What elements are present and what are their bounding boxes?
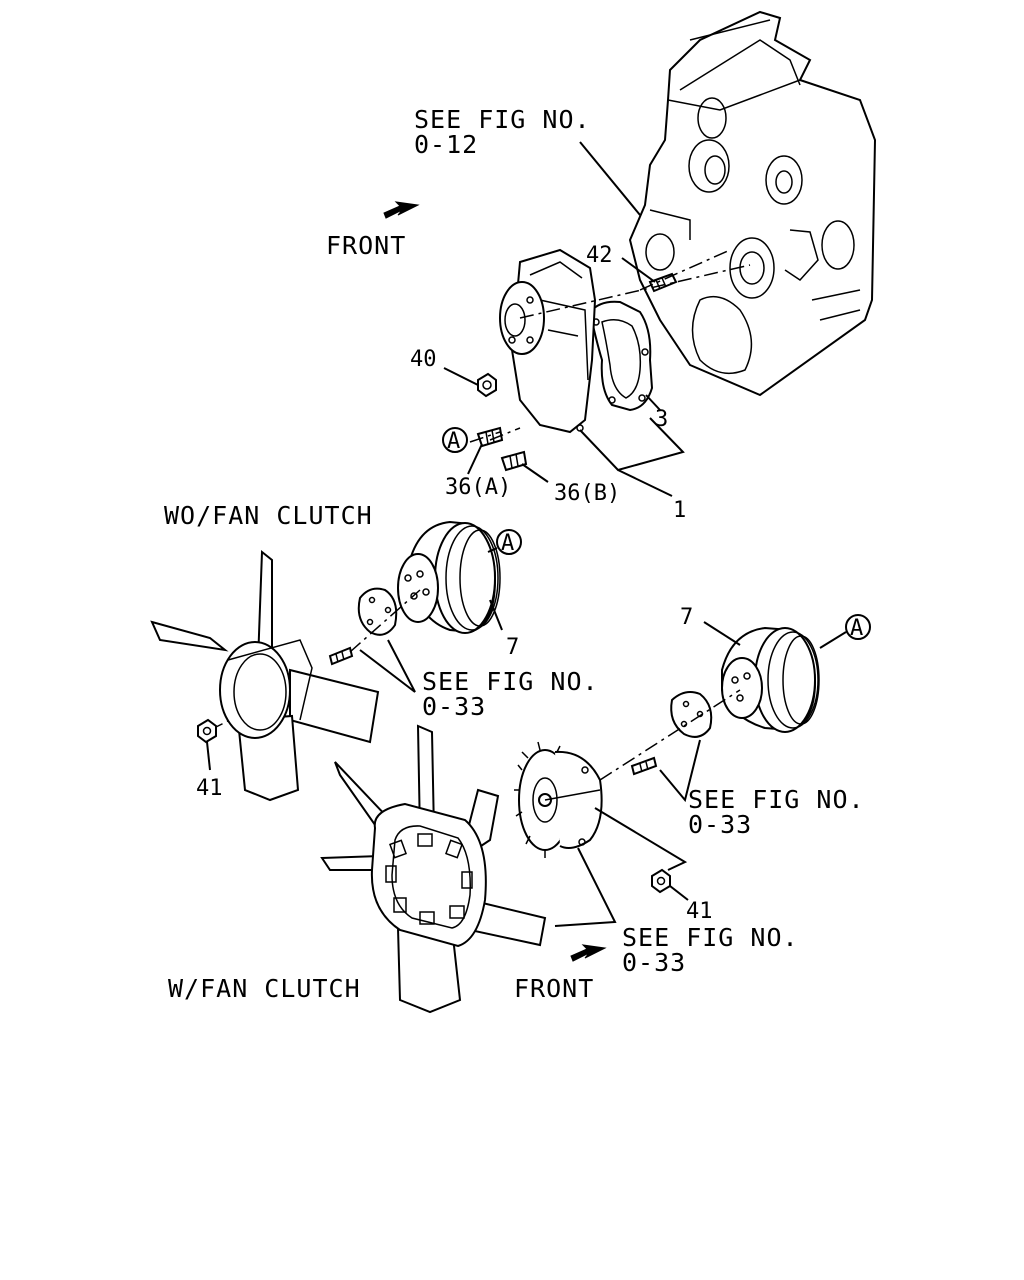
see-fig-mid-line2: 0-33 (422, 692, 486, 721)
front-arrow-top-icon (383, 201, 420, 219)
see-fig-top-line2: 0-12 (414, 130, 478, 159)
pulley-lower (721, 626, 820, 733)
bolt-36a (476, 426, 504, 448)
callout-41-right: 41 (686, 899, 713, 924)
bolt-36b (500, 450, 528, 472)
callout-36a: 36(A) (445, 475, 511, 500)
wo-fan-clutch-label: WO/FAN CLUTCH (164, 501, 373, 530)
see-fig-bottom-line2: 0-33 (622, 948, 686, 977)
see-fig-right-line1: SEE FIG NO. (688, 785, 865, 814)
nut-41-right (651, 868, 671, 894)
callout-3: 3 (655, 407, 668, 432)
water-pump (499, 248, 597, 434)
fan-upper (150, 549, 380, 802)
see-fig-mid-line1: SEE FIG NO. (422, 667, 599, 696)
callout-7-upper: 7 (506, 635, 519, 660)
spacer-plate-upper (357, 587, 398, 636)
ref-a-pump-label: A (447, 429, 460, 454)
callout-41-left: 41 (196, 776, 223, 801)
front-arrow-bottom-icon (570, 944, 607, 962)
stud-upper (328, 646, 354, 666)
spacer-plate-lower (670, 691, 713, 738)
callout-1: 1 (673, 498, 686, 523)
see-fig-bottom-line1: SEE FIG NO. (622, 923, 799, 952)
see-fig-right-line2: 0-33 (688, 810, 752, 839)
callout-42: 42 (586, 243, 613, 268)
callout-40: 40 (410, 347, 437, 372)
ref-a-lower-pulley-label: A (850, 616, 863, 641)
front-label-bottom: FRONT (514, 974, 594, 1003)
ref-a-upper-pulley-label: A (501, 531, 514, 556)
callout-36b: 36(B) (554, 481, 620, 506)
fan-clutch (514, 741, 603, 858)
gasket (588, 300, 654, 412)
nut-41-left (197, 718, 217, 744)
stud-lower (630, 756, 658, 776)
fan-lower (320, 724, 547, 1014)
front-label-top: FRONT (326, 231, 406, 260)
callout-7-lower: 7 (680, 605, 693, 630)
nut-40 (477, 372, 497, 398)
engine-block (628, 10, 877, 397)
pulley-upper (397, 520, 501, 634)
w-fan-clutch-label: W/FAN CLUTCH (168, 974, 361, 1003)
see-fig-top-line1: SEE FIG NO. (414, 105, 591, 134)
